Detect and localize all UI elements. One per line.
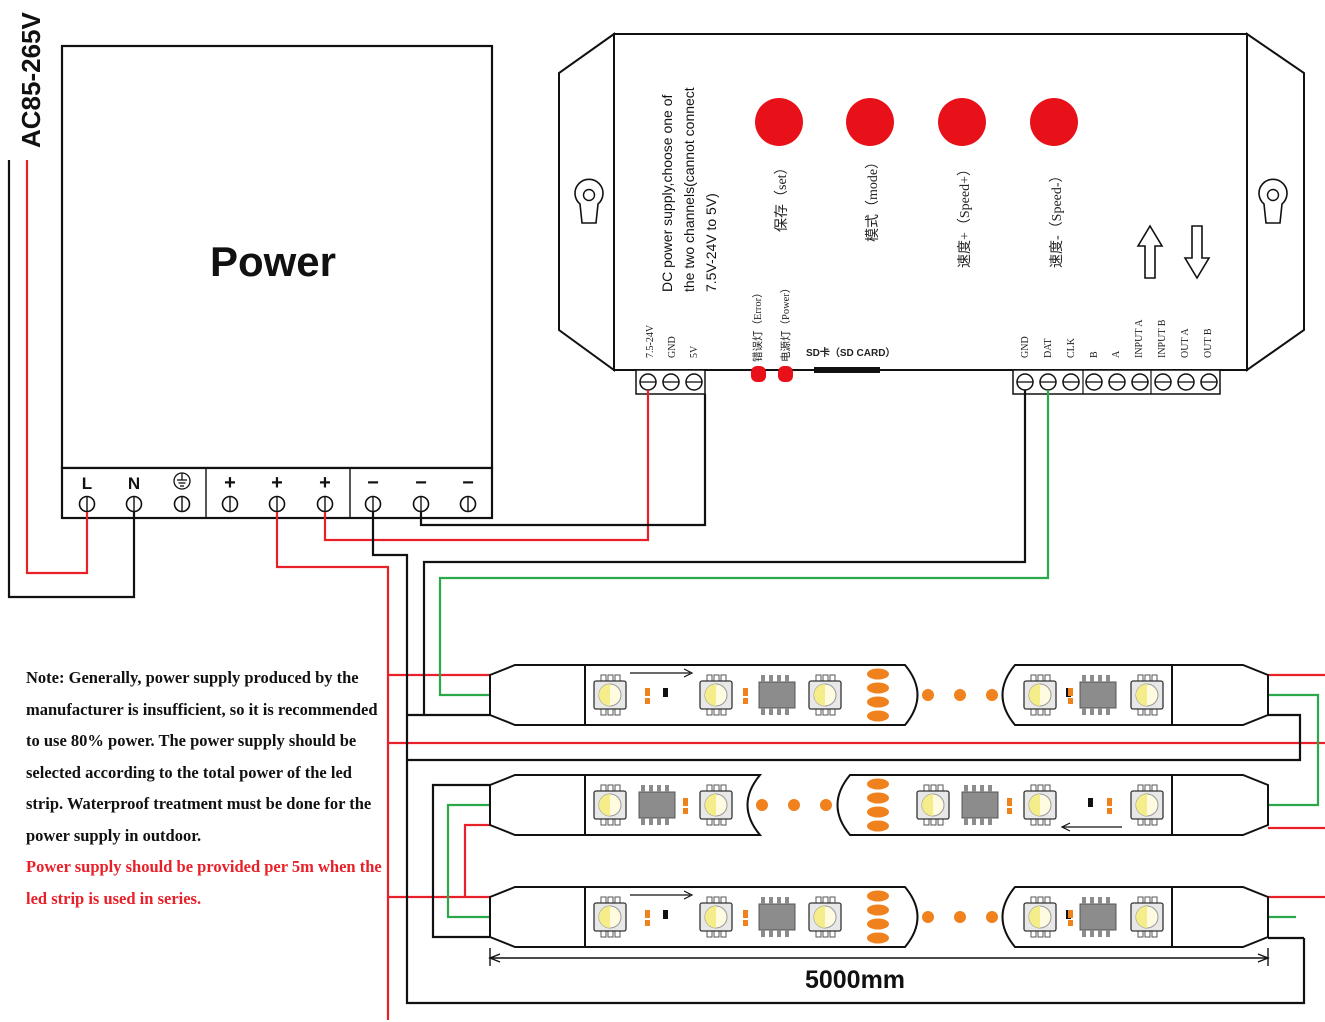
dc-note-line3: 7.5V-24V to 5V) (703, 193, 719, 292)
terminal-plus-3-label: + (319, 472, 331, 494)
strip-gnd-feed-wire (371, 512, 1306, 1005)
mode-button-label: 模式（mode） (865, 155, 881, 242)
led-strip-1 (489, 664, 1269, 726)
terminal-screws (78, 495, 477, 513)
ac-live-wire (25, 160, 89, 575)
terminal-n-label: N (128, 474, 140, 493)
strip-vplus-feed-wire (275, 512, 390, 1020)
sd-card-slot (814, 367, 880, 373)
error-led (751, 366, 766, 382)
terminal-l-label: L (82, 474, 92, 493)
controller-vplus-wire (323, 390, 650, 542)
pin-label-dat: DAT (1043, 339, 1054, 358)
ac-neutral-wire (7, 160, 136, 599)
dc-note-line1: DC power supply,choose one of (659, 94, 675, 292)
pin-label-out-b: OUT B (1203, 328, 1214, 358)
speed-minus-button[interactable] (1030, 98, 1078, 146)
arrow-down-icon (1183, 225, 1211, 280)
terminal-minus-1-label: − (367, 472, 379, 494)
terminal-minus-3-label: − (462, 472, 474, 494)
arrow-up-icon (1136, 224, 1164, 279)
speed-plus-button[interactable] (938, 98, 986, 146)
pin-label-input-b: INPUT B (1157, 319, 1168, 358)
set-button-label: 保存（set） (774, 160, 790, 232)
power-led-label: 电源灯（Power） (779, 283, 792, 362)
pin-label-clk: CLK (1066, 337, 1077, 358)
terminal-plus-1-label: + (224, 472, 236, 494)
pin-label-out-a: OUT A (1180, 328, 1191, 358)
led-strip-2 (489, 774, 1269, 836)
pin-label-b: B (1089, 351, 1100, 358)
installation-note: Note: Generally, power supply produced b… (26, 662, 386, 914)
note-warning-text: Power supply should be provided per 5m w… (26, 857, 382, 908)
mode-button[interactable] (846, 98, 894, 146)
pin-label-5v: 5V (689, 345, 700, 358)
dimension-line: 5000mm (488, 948, 1270, 994)
dimension-label: 5000mm (805, 966, 905, 994)
pin-label-gnd-left: GND (667, 336, 678, 358)
wires (7, 160, 1325, 1020)
sd-card-label: SD卡（SD CARD） (806, 346, 895, 359)
controller-gnd-wire (419, 394, 707, 527)
speed-plus-button-label: 速度+（Speed+） (957, 162, 973, 268)
error-led-label: 错误灯（Error） (751, 287, 764, 362)
led-strip-3 (489, 886, 1269, 948)
terminal-minus-2-label: − (415, 472, 427, 494)
power-led (778, 366, 793, 382)
ground-icon (173, 472, 191, 490)
note-text: Note: Generally, power supply produced b… (26, 668, 378, 845)
set-button[interactable] (755, 98, 803, 146)
controller: DC power supply,choose one of the two ch… (558, 32, 1305, 395)
pin-label-7-5-24v: 7.5-24V (645, 324, 656, 358)
ac-voltage-label: AC85-265V (16, 11, 46, 148)
power-label: Power (210, 238, 336, 285)
signal-dat-wire (438, 390, 1050, 697)
signal-gnd-wire (422, 390, 1027, 715)
pin-label-gnd-right: GND (1020, 336, 1031, 358)
speed-minus-button-label: 速度-（Speed-） (1049, 168, 1065, 268)
pin-label-a: A (1111, 350, 1122, 358)
terminal-plus-2-label: + (271, 472, 283, 494)
power-supply: Power L N + + + − − − (60, 44, 494, 520)
dc-note-line2: the two channels(cannot connect (681, 87, 697, 292)
pin-label-input-a: INPUT A (1134, 319, 1145, 358)
